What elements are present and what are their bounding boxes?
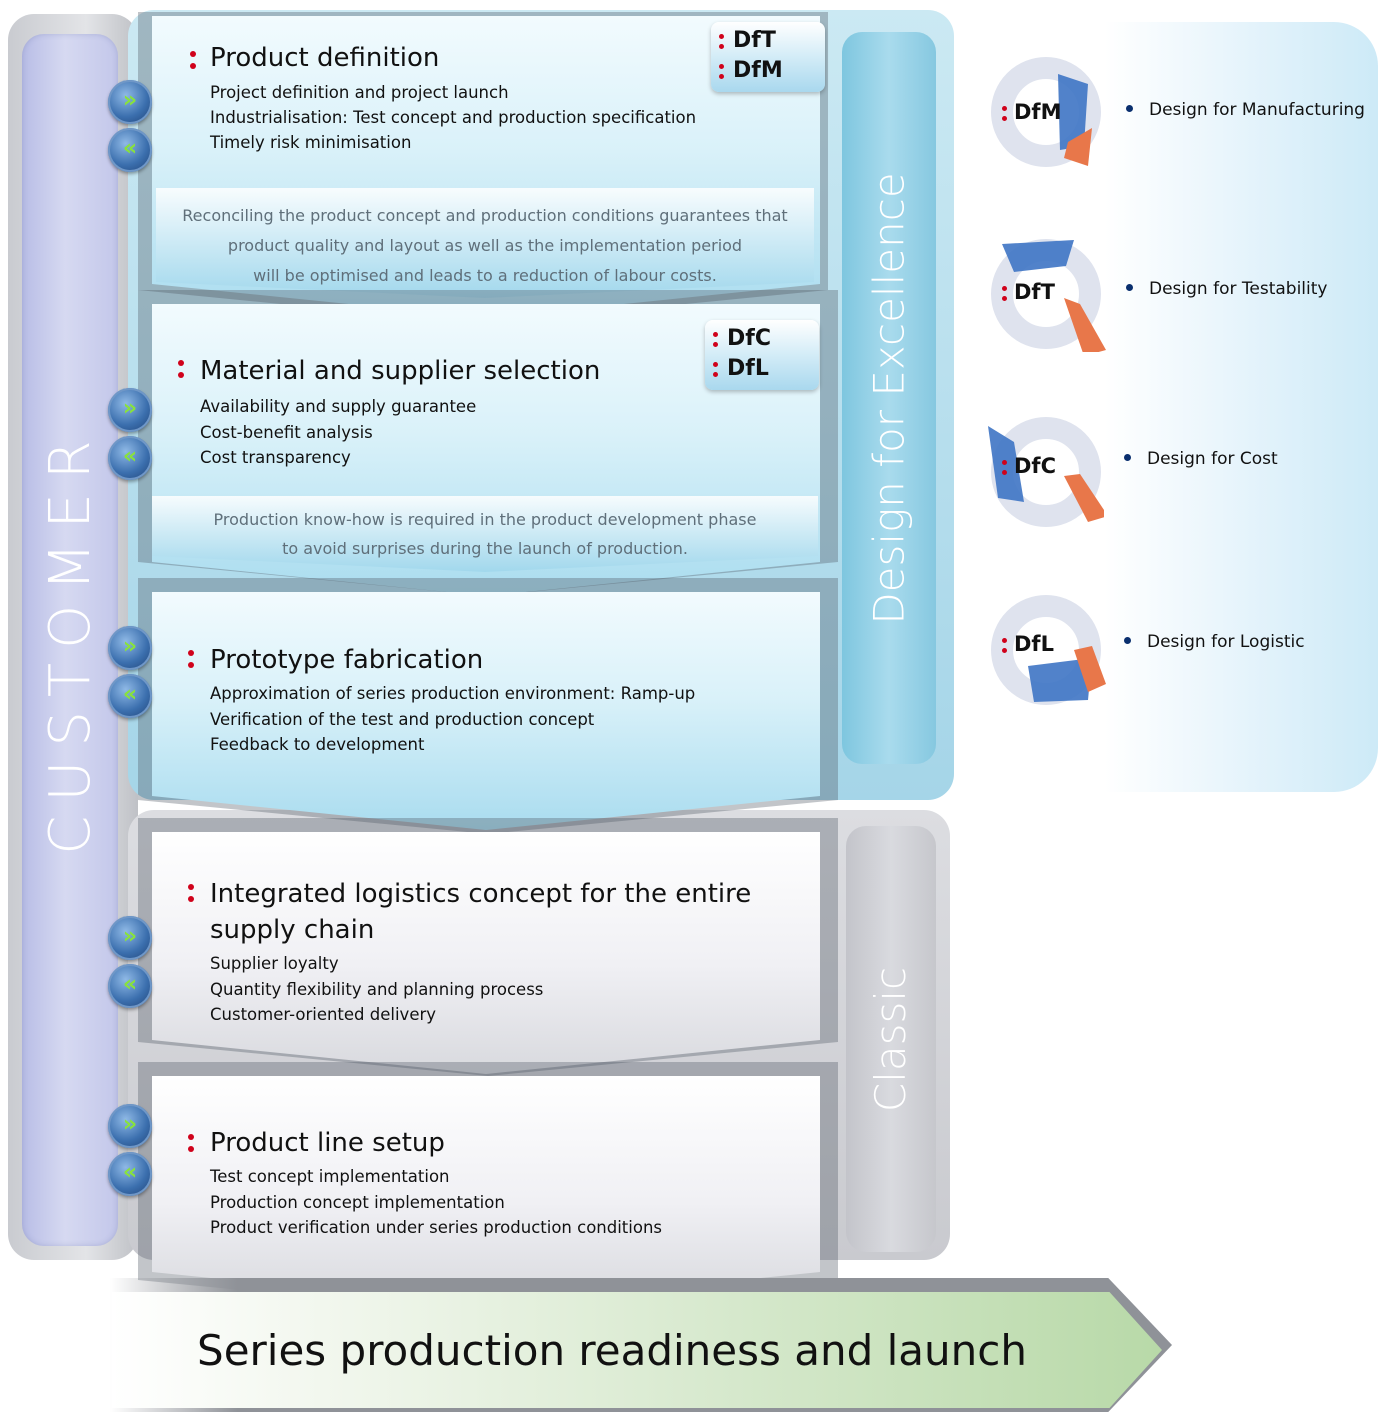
legend-abbr: DfM <box>1002 100 1061 124</box>
back-arrow-icon[interactable]: « <box>108 964 152 1008</box>
launch-arrow <box>112 1292 1162 1408</box>
tag-dft: DfT <box>719 28 776 53</box>
stage-item: Availability and supply guarantee <box>200 397 477 416</box>
stage-integrated-logistics: Integrated logistics concept for the ent… <box>152 832 820 1074</box>
dfm-ring-icon <box>991 57 1101 167</box>
stage-item: Feedback to development <box>210 735 425 754</box>
note-text: Reconciling the product concept and prod… <box>182 206 788 225</box>
legend-description: Design for Cost <box>1124 449 1278 469</box>
bullet-icon <box>188 882 194 904</box>
note-box: Production know-how is required in the p… <box>152 496 818 572</box>
back-arrow-icon[interactable]: « <box>108 674 152 718</box>
dft-ring-icon <box>991 239 1106 352</box>
bullet-icon <box>1002 636 1007 654</box>
stage-title: Product line setup <box>210 1128 445 1158</box>
forward-arrow-icon[interactable]: » <box>108 80 152 124</box>
stage-product-line-setup: Product line setup Test concept implemen… <box>152 1076 820 1306</box>
tag-dfl: DfL <box>713 356 769 381</box>
stage-title: Material and supplier selection <box>200 356 601 386</box>
stage-item: Cost-benefit analysis <box>200 423 373 442</box>
stage-item: Timely risk minimisation <box>210 133 412 152</box>
note-text: product quality and layout as well as th… <box>227 236 743 255</box>
stage-item: Customer-oriented delivery <box>210 1005 437 1024</box>
forward-arrow-icon[interactable]: » <box>108 626 152 670</box>
forward-arrow-icon[interactable]: » <box>108 388 152 432</box>
bullet-icon <box>719 32 724 50</box>
forward-arrow-icon[interactable]: » <box>108 1104 152 1148</box>
stage-item: Cost transparency <box>200 448 351 467</box>
stage-item: Industrialisation: Test concept and prod… <box>210 108 697 127</box>
bullet-icon <box>713 330 718 348</box>
legend-description: Design for Testability <box>1126 279 1327 299</box>
note-text: to avoid surprises during the launch of … <box>282 539 688 558</box>
classic-label: Classic <box>866 966 916 1112</box>
tag-dft-dfm: DfT DfM <box>711 22 825 92</box>
legend-description: Design for Manufacturing <box>1126 100 1365 120</box>
stage-title: Product definition <box>210 43 440 73</box>
stage-item: Approximation of series production envir… <box>210 684 696 703</box>
stage-item: Quantity flexibility and planning proces… <box>210 980 544 999</box>
tag-dfc: DfC <box>713 326 771 351</box>
classic-bar <box>846 826 936 1252</box>
tag-dfm: DfM <box>719 58 783 83</box>
design-for-excellence-bar <box>842 32 936 764</box>
design-for-excellence-label: Design for Excellence <box>864 171 914 625</box>
note-text: will be optimised and leads to a reducti… <box>253 266 717 285</box>
back-arrow-icon[interactable]: « <box>108 436 152 480</box>
bullet-icon <box>188 1132 194 1154</box>
bullet-icon <box>1002 104 1007 122</box>
stage-title: supply chain <box>210 915 375 945</box>
customer-label: CUSTOMER <box>37 425 103 855</box>
legend-description: Design for Logistic <box>1124 632 1305 652</box>
bullet-icon <box>1002 284 1007 302</box>
bullet-icon <box>719 62 724 80</box>
bullet-icon <box>178 358 184 380</box>
note-box: Reconciling the product concept and prod… <box>156 188 814 298</box>
stage-item: Test concept implementation <box>210 1167 450 1186</box>
note-text: Production know-how is required in the p… <box>213 510 757 529</box>
bullet-icon <box>188 648 194 670</box>
back-arrow-icon[interactable]: « <box>108 128 152 172</box>
stage-prototype-fabrication: Prototype fabrication Approximation of s… <box>152 592 820 830</box>
stage-item: Supplier loyalty <box>210 954 339 973</box>
launch-label: Series production readiness and launch <box>197 1325 1027 1375</box>
legend-abbr: DfT <box>1002 280 1055 304</box>
stage-product-definition: Product definition Project definition an… <box>152 16 820 318</box>
stage-item: Project definition and project launch <box>210 83 509 102</box>
forward-arrow-icon[interactable]: » <box>108 916 152 960</box>
back-arrow-icon[interactable]: « <box>108 1152 152 1196</box>
bullet-icon <box>190 49 196 71</box>
legend-abbr: DfL <box>1002 632 1054 656</box>
stage-title: Prototype fabrication <box>210 645 484 675</box>
bullet-icon <box>1002 458 1007 476</box>
stage-title: Integrated logistics concept for the ent… <box>210 879 752 909</box>
legend-abbr: DfC <box>1002 454 1056 478</box>
stage-item: Product verification under series produc… <box>210 1218 663 1237</box>
tag-dfc-dfl: DfC DfL <box>705 320 819 390</box>
customer-bar <box>22 34 118 1246</box>
stage-item: Verification of the test and production … <box>210 710 595 729</box>
bullet-icon <box>713 360 718 378</box>
stage-item: Production concept implementation <box>210 1193 505 1212</box>
